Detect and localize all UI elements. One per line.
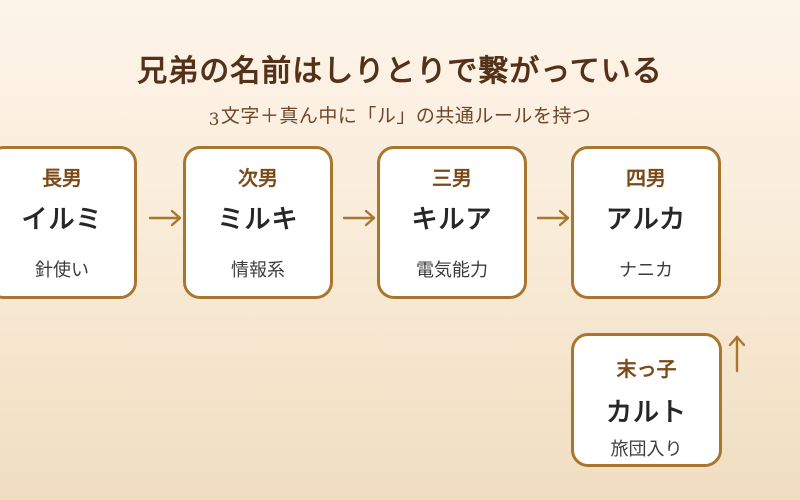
card-second-son: 次男 ミルキ 情報系 [183, 146, 333, 299]
card-label: 次男 [238, 168, 278, 190]
card-fourth-son: 四男 アルカ ナニカ [571, 146, 721, 299]
card-label: 末っ子 [616, 359, 677, 381]
right-arrow-icon [536, 208, 572, 228]
card-name: キルア [411, 204, 493, 234]
subtitle-number: 3 [208, 110, 220, 130]
page-subtitle: 3文字＋真ん中に「ル」の共通ルールを持つ [0, 101, 800, 130]
card-name: アルカ [606, 204, 686, 234]
card-name: カルト [605, 397, 687, 427]
subtitle-text: 文字＋真ん中に「ル」の共通ルールを持つ [220, 106, 592, 127]
card-name: ミルキ [217, 204, 299, 234]
card-name: イルミ [21, 204, 103, 234]
card-label: 長男 [42, 168, 82, 190]
card-desc: 針使い [35, 260, 89, 280]
page-title: 兄弟の名前はしりとりで繋がっている [137, 55, 663, 89]
card-label: 三男 [432, 168, 472, 190]
card-desc: 情報系 [231, 260, 285, 280]
right-arrow-icon [148, 208, 184, 228]
card-label: 四男 [626, 168, 666, 190]
right-arrow-icon [342, 208, 378, 228]
card-third-son: 三男 キルア 電気能力 [377, 146, 527, 299]
card-youngest-child: 末っ子 カルト 旅団入り [571, 333, 722, 467]
card-eldest-son: 長男 イルミ 針使い [0, 146, 137, 299]
card-desc: 旅団入り [610, 439, 683, 459]
up-arrow-icon [726, 333, 748, 373]
card-desc: ナニカ [619, 260, 673, 280]
card-desc: 電気能力 [416, 260, 488, 280]
